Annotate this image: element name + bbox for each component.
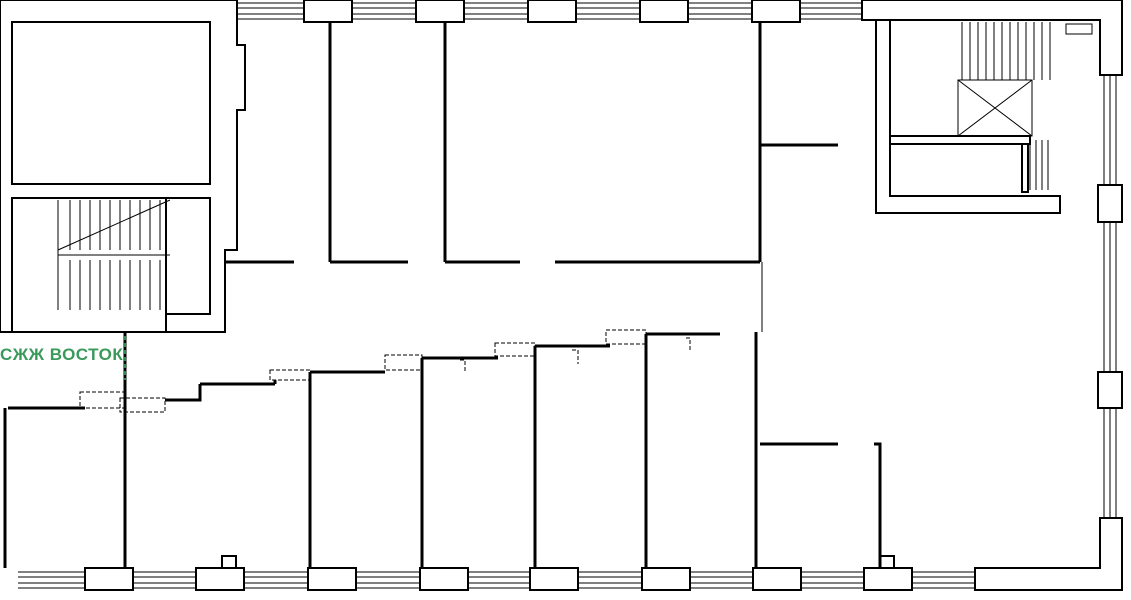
zone-label: СЖЖ ВОСТОК [0,345,124,364]
right-exterior [861,0,1123,591]
bottom-windows [18,571,975,589]
right-core [875,19,1093,214]
left-block [0,0,246,333]
left-stair-treads [69,200,161,310]
top-pillars [303,0,801,23]
lower-partitions [3,329,882,568]
bottom-pillars [84,555,913,591]
upper-partitions [225,22,838,332]
